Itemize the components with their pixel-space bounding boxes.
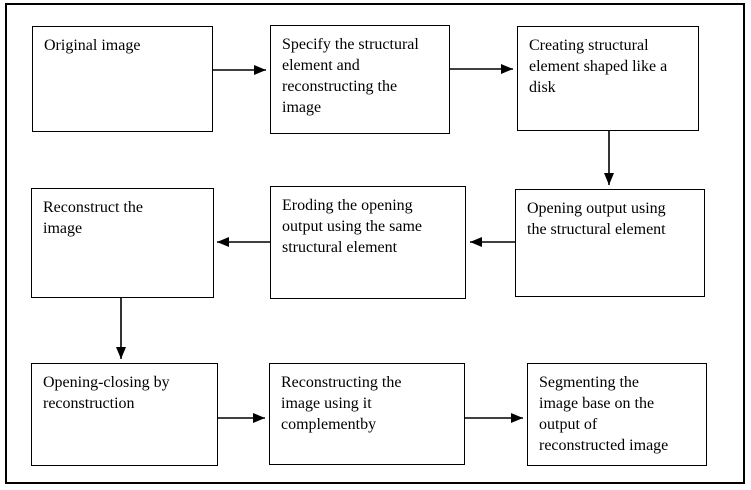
flow-box-label: Segmenting the image base on the output …: [539, 374, 669, 454]
flow-box-label: Eroding the opening output using the sam…: [282, 197, 422, 256]
flow-box-label: Specify the structural element and recon…: [282, 36, 419, 116]
flow-box-creating-structural-element: Creating structural element shaped like …: [517, 26, 699, 131]
flow-box-segmenting-image: Segmenting the image base on the output …: [527, 363, 707, 466]
flow-box-reconstruct-image: Reconstruct the image: [31, 188, 214, 298]
flow-box-label: Opening-closing by reconstruction: [43, 374, 170, 412]
flow-box-reconstructing-complement: Reconstructing the image using it comple…: [269, 363, 465, 465]
flow-box-opening-output: Opening output using the structural elem…: [515, 189, 705, 297]
flow-box-original-image: Original image: [32, 26, 213, 132]
flow-box-label: Reconstructing the image using it comple…: [281, 374, 402, 433]
flow-box-label: Original image: [44, 37, 141, 54]
flow-box-specify-structural-element: Specify the structural element and recon…: [270, 25, 450, 134]
flow-box-opening-closing: Opening-closing by reconstruction: [31, 363, 218, 466]
flow-box-label: Reconstruct the image: [43, 199, 143, 237]
flow-box-label: Opening output using the structural elem…: [527, 200, 666, 238]
outer-border: [5, 3, 745, 484]
flow-box-label: Creating structural element shaped like …: [529, 37, 668, 96]
flow-box-eroding-opening-output: Eroding the opening output using the sam…: [270, 186, 466, 299]
